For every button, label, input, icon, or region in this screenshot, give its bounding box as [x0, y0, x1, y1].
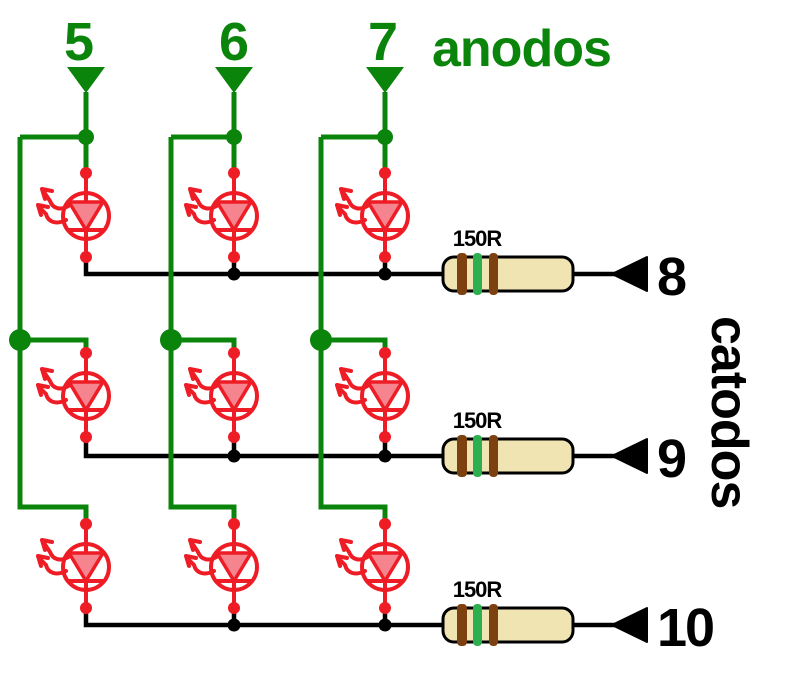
led-row3-col2: [184, 516, 259, 616]
junction-dot: [227, 618, 241, 632]
anode-pin-label: 5: [64, 12, 93, 72]
anode-column-wire-6: [168, 92, 237, 524]
junction-dot: [227, 449, 241, 463]
anode-pin-label: 6: [219, 12, 248, 72]
cathode-row-wire-3: [83, 608, 450, 628]
resistor-150R-1: [443, 253, 647, 295]
junction-dot: [378, 618, 392, 632]
led-row1-col3: [335, 165, 410, 265]
resistor-150R-3: [443, 604, 647, 646]
led-row3-col1: [36, 516, 111, 616]
anode-pin-triangle-icon: [215, 67, 253, 93]
cathode-pin-label: 8: [657, 247, 686, 307]
anode-pin-7: 7: [366, 12, 404, 93]
anode-column-wire-7: [318, 92, 388, 524]
led-row2-col2: [184, 345, 259, 445]
cathode-row-wire-1: [83, 257, 450, 277]
anode-column-wire-5: [17, 92, 89, 524]
led-row1-col2: [184, 165, 259, 265]
led-grid: [36, 165, 410, 616]
led-row1-col1: [36, 165, 111, 265]
led-row3-col3: [335, 516, 410, 616]
cathode-pin-label: 10: [657, 598, 713, 658]
junction-dot: [227, 267, 241, 281]
junction-dot: [226, 129, 242, 145]
junction-dot: [160, 329, 182, 351]
resistor-row-8: 150R 8: [443, 226, 688, 307]
resistor-row-9: 150R 9: [443, 408, 688, 489]
anode-column-wires: [17, 92, 388, 524]
resistor-value-label: 150R: [453, 408, 503, 433]
anode-pin-triangle-icon: [366, 67, 404, 93]
anode-pin-label: 7: [368, 12, 396, 72]
cathodes-title: catodos: [700, 316, 758, 508]
junction-dot: [378, 449, 392, 463]
resistor-150R-2: [443, 435, 647, 477]
cathode-junction-dots: [227, 267, 392, 632]
resistor-row-10: 150R 10: [443, 577, 715, 658]
anode-pin-triangle-icon: [67, 67, 105, 93]
junction-dot: [378, 267, 392, 281]
resistor-value-label: 150R: [453, 226, 503, 251]
anode-pin-6: 6: [215, 12, 253, 93]
anodes-title: anodos: [432, 20, 611, 78]
cathode-row-wire-2: [83, 437, 450, 459]
led-row2-col3: [335, 345, 410, 445]
junction-dot: [310, 329, 332, 351]
led-row2-col1: [36, 345, 111, 445]
junction-dot: [377, 129, 393, 145]
cathode-pin-label: 9: [657, 429, 686, 489]
junction-dot: [78, 129, 94, 145]
resistor-value-label: 150R: [453, 577, 503, 602]
anode-pin-5: 5: [64, 12, 105, 93]
junction-dot: [9, 329, 31, 351]
anode-junction-dots: [9, 129, 393, 351]
